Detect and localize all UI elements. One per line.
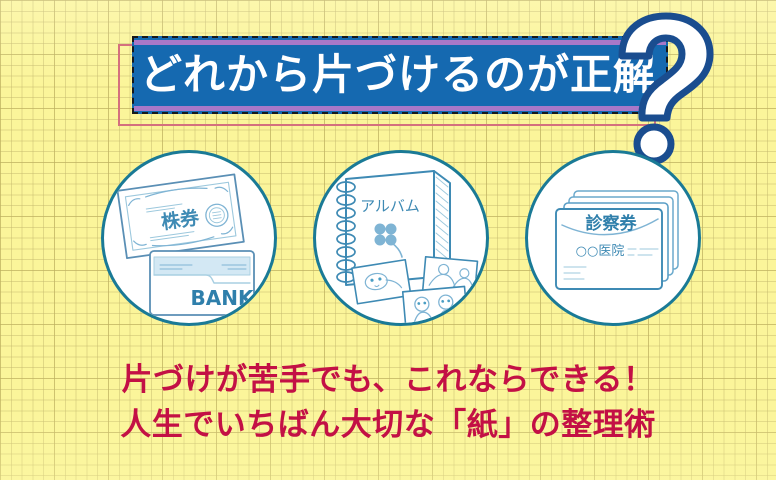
circle-clinic-cards: 診察券 ○○医院: [525, 150, 701, 326]
clinic-cards-icon: 診察券 ○○医院: [555, 190, 679, 290]
banner-purple-strip-bottom: [134, 106, 666, 111]
securities-bankbook-icon: 株券 BANK: [116, 173, 255, 316]
tagline-line-2: 人生でいちばん大切な「紙」の整理術: [120, 406, 656, 442]
svg-text:診察券: 診察券: [586, 213, 638, 234]
circle-photo-album: アルバム: [313, 150, 489, 326]
circle-securities-and-bankbook: 株券 BANK: [101, 150, 277, 326]
banner-purple-strip-top: [134, 40, 666, 45]
tagline-line-1: 片づけが苦手でも、これならできる！: [121, 362, 655, 397]
headline-text: どれから片づけるのが正解: [140, 51, 657, 98]
tagline: 片づけが苦手でも、これならできる！ 人生でいちばん大切な「紙」の整理術: [0, 358, 776, 448]
svg-text:株券: 株券: [160, 206, 202, 234]
svg-text:アルバム: アルバム: [360, 197, 420, 215]
svg-text:○○医院: ○○医院: [576, 244, 625, 259]
photo-album-icon: アルバム: [336, 170, 479, 323]
illustration-circles: 株券 BANK: [0, 150, 776, 332]
svg-text:BANK: BANK: [191, 286, 255, 310]
headline-banner: どれから片づけるのが正解: [112, 12, 714, 165]
